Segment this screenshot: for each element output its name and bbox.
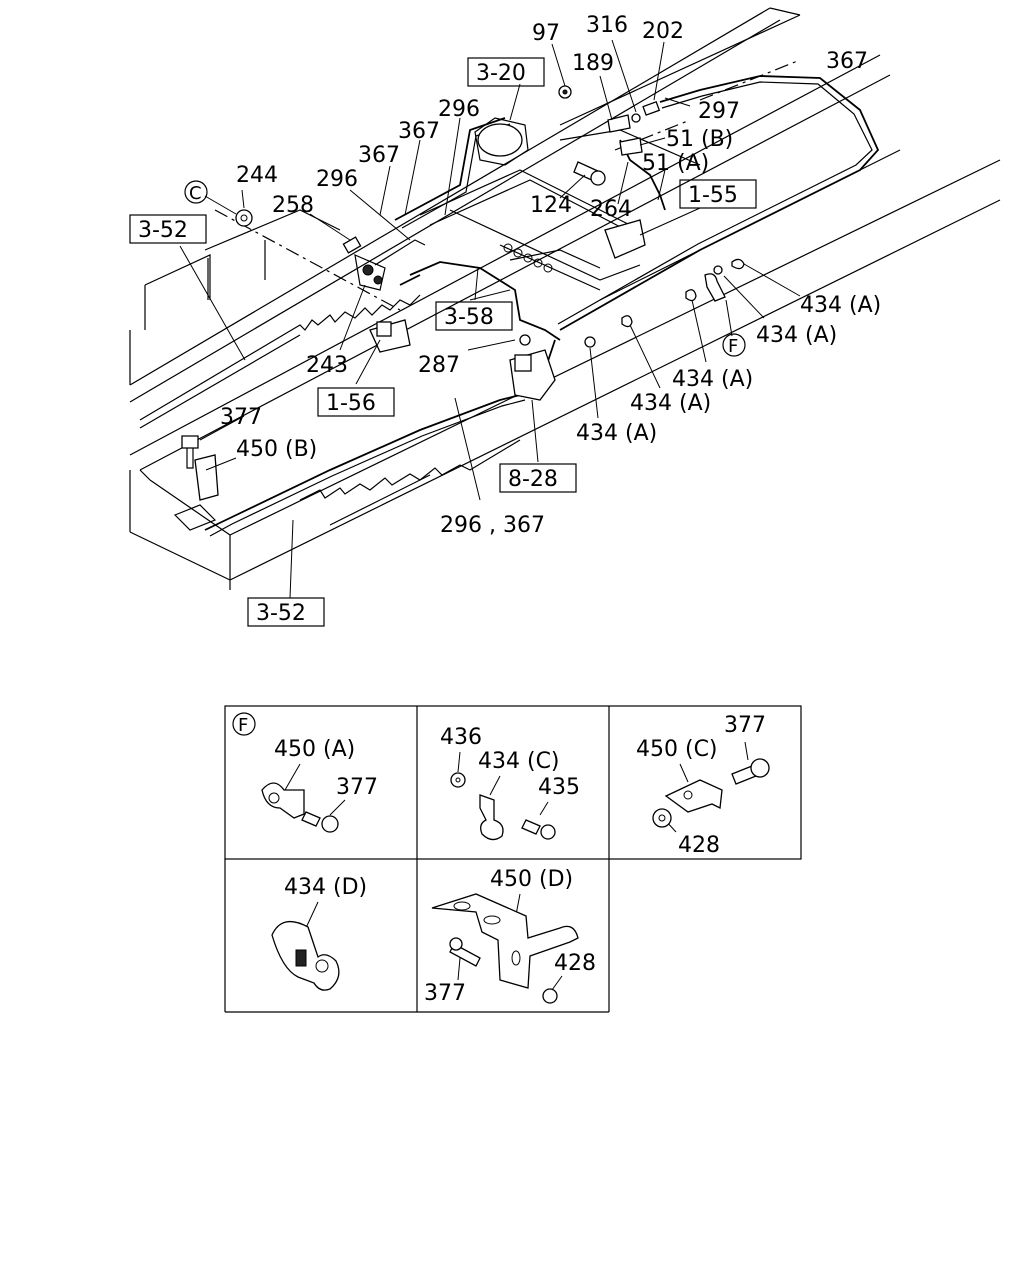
ref-3-20: 3-20 [476,61,526,86]
callout-367-mid: 367 [358,143,400,168]
callout-202: 202 [642,19,684,44]
callout-296-367: 296 , 367 [440,513,545,538]
detail-377-label: 377 [336,775,378,800]
detail-cell-434d: 434 (D) [271,875,367,991]
callout-316: 316 [586,13,628,38]
callout-450b: 450 (B) [236,437,317,462]
detail-434d-label: 434 (D) [284,875,367,900]
detail-435-label: 435 [538,775,580,800]
callout-297: 297 [698,99,740,124]
callout-97: 97 [532,21,560,46]
detail-377c-label: 377 [424,981,466,1006]
callout-243: 243 [306,353,348,378]
callout-367-right: 367 [826,49,868,74]
callout-51a: 51 (A) [642,151,709,176]
detail-cell-450c: 450 (C) 377 428 [636,713,770,858]
callout-264: 264 [590,197,632,222]
detail-436-label: 436 [440,725,482,750]
detail-grid [224,705,802,1013]
ref-3-52-upper: 3-52 [138,218,188,243]
callout-51b: 51 (B) [666,127,733,152]
callout-189: 189 [572,51,614,76]
detail-428-label: 428 [678,833,720,858]
callout-434a-2: 434 (A) [756,323,837,348]
callout-434a-4: 434 (A) [630,391,711,416]
callout-296-mid: 296 [316,167,358,192]
marker-f-detail: F [238,715,248,736]
detail-434c-label: 434 (C) [478,749,560,774]
leader-lines [179,39,801,599]
ref-1-55: 1-55 [688,183,738,208]
ref-8-28: 8-28 [508,467,558,492]
callout-296-top: 296 [438,97,480,122]
circle-markers: C F [184,180,746,357]
callout-244: 244 [236,163,278,188]
detail-450c-label: 450 (C) [636,737,718,762]
ref-3-58: 3-58 [444,305,494,330]
callout-377: 377 [220,405,262,430]
marker-f: F [728,336,738,357]
callout-434a-3: 434 (A) [672,367,753,392]
ref-3-52-lower: 3-52 [256,601,306,626]
detail-428b-label: 428 [554,951,596,976]
callout-287: 287 [418,353,460,378]
detail-450a-label: 450 (A) [274,737,355,762]
detail-cell-434c: 436 434 (C) 435 [440,725,580,841]
detail-cell-450d: 450 (D) 428 377 [424,867,596,1006]
callout-434a-1: 434 (A) [800,293,881,318]
detail-450d-label: 450 (D) [490,867,573,892]
callout-258: 258 [272,193,314,218]
reference-boxes: 3-20 1-55 3-52 3-58 1-56 8-28 3-52 [129,57,757,627]
callout-434a-5: 434 (A) [576,421,657,446]
ref-1-56: 1-56 [326,391,376,416]
callout-124: 124 [530,193,572,218]
callout-labels: 97 316 202 367 189 297 51 (B) 51 (A) 296… [220,13,881,538]
callout-367-upper: 367 [398,119,440,144]
detail-cell-450a: F 450 (A) 377 [232,712,378,833]
detail-377b-label: 377 [724,713,766,738]
marker-c: C [189,183,202,204]
